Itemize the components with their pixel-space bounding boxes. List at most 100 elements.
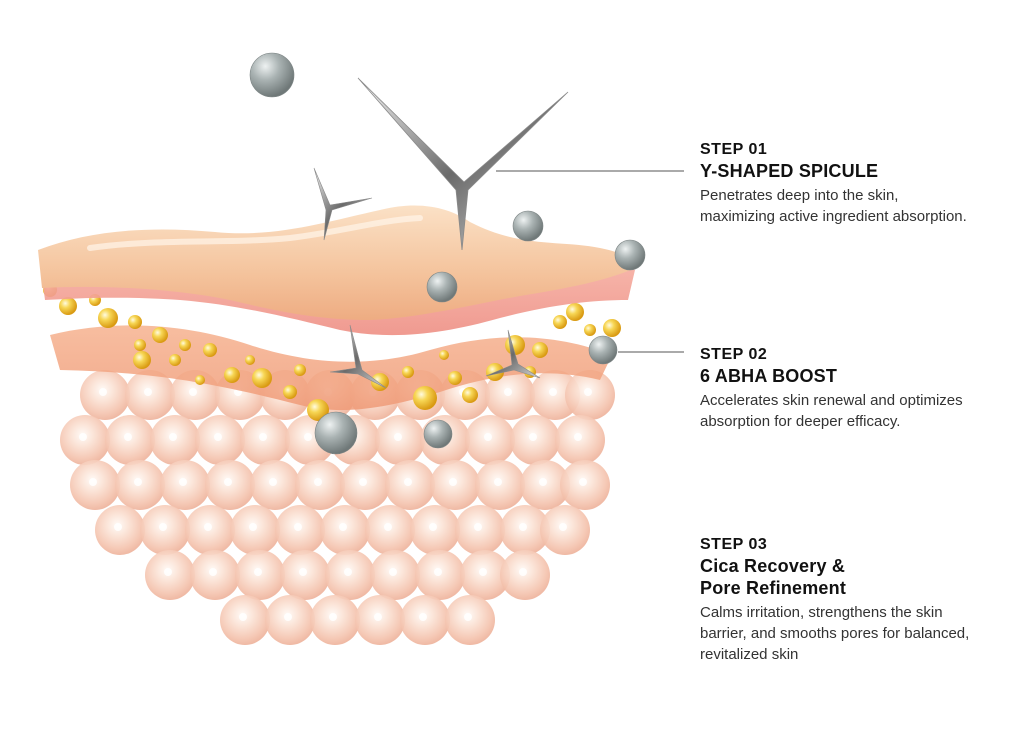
cell-highlight: [389, 568, 397, 576]
cell-highlight: [79, 433, 87, 441]
cell-highlight: [304, 433, 312, 441]
step-02-block: STEP 02 6 ABHA BOOST Accelerates skin re…: [700, 345, 1000, 432]
cell-highlight: [99, 388, 107, 396]
serum-drop: [224, 367, 240, 383]
serum-drop: [413, 386, 437, 410]
cell-highlight: [254, 568, 262, 576]
cell-highlight: [494, 478, 502, 486]
cell-highlight: [159, 523, 167, 531]
serum-drop: [462, 387, 478, 403]
particle: [614, 239, 646, 271]
cell-highlight: [394, 433, 402, 441]
cell-cluster: [60, 370, 615, 645]
cell-highlight: [429, 523, 437, 531]
serum-drop: [179, 339, 191, 351]
serum-drop: [371, 373, 389, 391]
serum-drop: [252, 368, 272, 388]
step-01-block: STEP 01 Y-SHAPED SPICULE Penetrates deep…: [700, 140, 1000, 227]
cell-highlight: [504, 388, 512, 396]
cell-highlight: [464, 613, 472, 621]
cell-highlight: [164, 568, 172, 576]
cell-highlight: [204, 523, 212, 531]
cell-highlight: [404, 478, 412, 486]
step-02-title: 6 ABHA BOOST: [700, 366, 838, 386]
serum-drop: [283, 385, 297, 399]
embedded-spicule-2: [485, 329, 541, 379]
cell-highlight: [114, 523, 122, 531]
cell-highlight: [89, 478, 97, 486]
particle: [314, 411, 358, 455]
cell-highlight: [269, 478, 277, 486]
cell-highlight: [384, 523, 392, 531]
cell-highlight: [519, 523, 527, 531]
cell-highlight: [549, 388, 557, 396]
serum-drop: [532, 342, 548, 358]
step-02-description: Accelerates skin renewal and optimizes a…: [700, 392, 963, 430]
cell-highlight: [434, 568, 442, 576]
cell-highlight: [134, 478, 142, 486]
serum-drop: [128, 315, 142, 329]
cell-highlight: [574, 433, 582, 441]
step-03-description: Calms irritation, strengthens the skin b…: [700, 604, 970, 663]
cell-highlight: [559, 523, 567, 531]
step-03-block: STEP 03 Cica Recovery & Pore Refinement …: [700, 535, 1000, 665]
serum-drop: [59, 297, 77, 315]
cell-highlight: [579, 478, 587, 486]
cell-highlight: [419, 613, 427, 621]
serum-drop: [603, 319, 621, 337]
small-y-spicule: [313, 167, 373, 241]
serum-drop: [133, 351, 151, 369]
embedded-spicule-1: [329, 324, 387, 389]
cell-highlight: [539, 478, 547, 486]
cell-highlight: [224, 478, 232, 486]
serum-drop: [245, 355, 255, 365]
serum-drop: [307, 399, 329, 421]
cell-highlight: [179, 478, 187, 486]
step-01-description: Penetrates deep into the skin, maximizin…: [700, 187, 967, 225]
serum-drop: [566, 303, 584, 321]
cell-highlight: [239, 613, 247, 621]
cell-highlight: [339, 523, 347, 531]
serum-drop: [169, 354, 181, 366]
cell-highlight: [479, 568, 487, 576]
cell-highlight: [344, 568, 352, 576]
cell-highlight: [214, 433, 222, 441]
serum-drop: [294, 364, 306, 376]
step-01-title: Y-SHAPED SPICULE: [700, 161, 879, 181]
serum-drop: [584, 324, 596, 336]
serum-drop: [505, 335, 525, 355]
serum-drop: [439, 350, 449, 360]
cell-highlight: [259, 433, 267, 441]
cell-highlight: [209, 568, 217, 576]
serum-drop: [152, 327, 168, 343]
cell-highlight: [329, 613, 337, 621]
cell-highlight: [314, 478, 322, 486]
serum-drop: [402, 366, 414, 378]
serum-drop: [553, 315, 567, 329]
step-03-number: STEP 03: [700, 536, 768, 553]
cell-highlight: [124, 433, 132, 441]
cell-highlight: [484, 433, 492, 441]
particle: [426, 271, 458, 303]
cell-highlight: [299, 568, 307, 576]
cell-highlight: [189, 388, 197, 396]
serum-drop: [195, 375, 205, 385]
serum-drop: [98, 308, 118, 328]
step-01-number: STEP 01: [700, 141, 768, 158]
step-02-number: STEP 02: [700, 346, 768, 363]
cell-highlight: [374, 613, 382, 621]
particle: [249, 52, 295, 98]
cell-highlight: [474, 523, 482, 531]
step-03-title-line1: Cica Recovery &: [700, 556, 846, 576]
serum-drop: [134, 339, 146, 351]
cell-highlight: [169, 433, 177, 441]
cell-highlight: [249, 523, 257, 531]
particle: [512, 210, 544, 242]
epidermis-highlight: [87, 215, 423, 251]
step-03-title-line2: Pore Refinement: [700, 578, 847, 598]
cell-highlight: [519, 568, 527, 576]
epidermis-layer: [38, 205, 640, 320]
cell-highlight: [144, 388, 152, 396]
particle: [588, 335, 618, 365]
serum-droplets: [43, 283, 621, 421]
